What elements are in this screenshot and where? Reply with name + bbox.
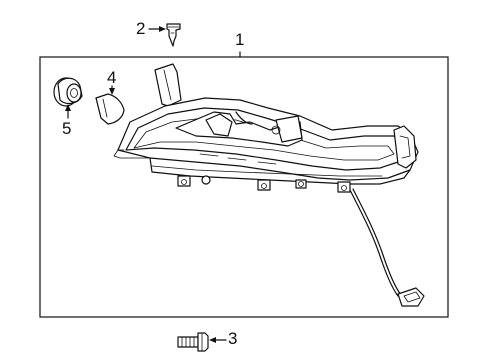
lamp-bulb-part: [95, 85, 125, 125]
callout-5-label: 5: [62, 119, 71, 138]
mounting-bolt-part: [177, 332, 227, 352]
callout-2-label: 2: [136, 19, 145, 38]
assembly-frame: [39, 56, 449, 318]
callout-3-label: 3: [228, 329, 237, 348]
fog-lamp-assembly-part: [113, 63, 425, 307]
callout-1-label: 1: [235, 30, 244, 49]
bulb-socket-part: [53, 77, 83, 119]
callout-4-label: 4: [107, 68, 116, 87]
push-clip-part: [148, 23, 181, 47]
